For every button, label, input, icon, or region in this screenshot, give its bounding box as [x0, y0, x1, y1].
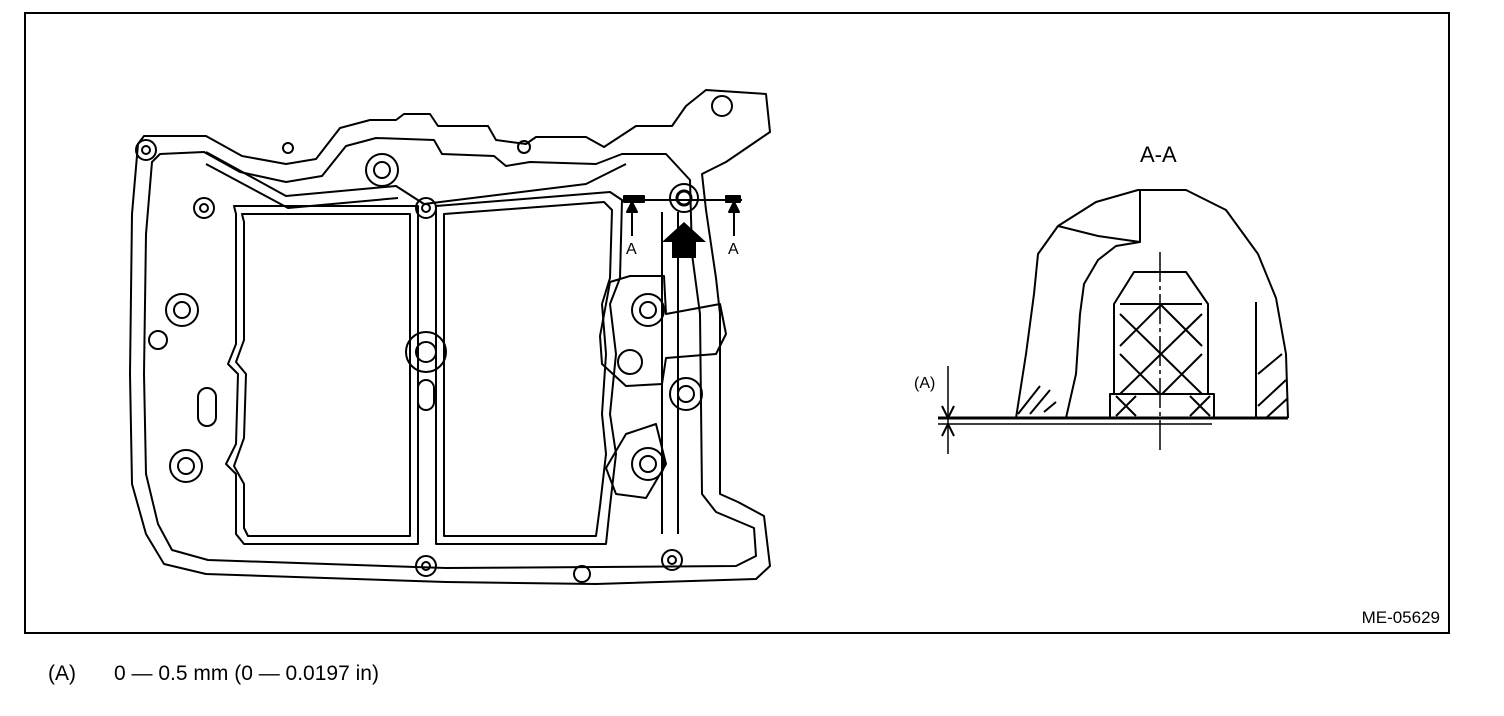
illustration-frame: A A A-A (A) ME-05629: [24, 12, 1450, 634]
legend-text: 0 — 0.5 mm (0 — 0.0197 in): [114, 662, 379, 685]
figure-code: ME-05629: [1361, 608, 1440, 627]
section-marker-right: A: [728, 241, 739, 258]
legend: (A) 0 — 0.5 mm (0 — 0.0197 in): [48, 662, 379, 686]
section-view-a-a: [938, 189, 1289, 454]
legend-key: (A): [48, 662, 76, 685]
dimension-callout: (A): [914, 375, 935, 392]
oil-pan-plan-view: [129, 89, 771, 585]
section-marker-left: A: [626, 241, 637, 258]
technical-drawing: A A A-A (A): [129, 89, 1289, 585]
section-title: A-A: [1140, 142, 1177, 167]
